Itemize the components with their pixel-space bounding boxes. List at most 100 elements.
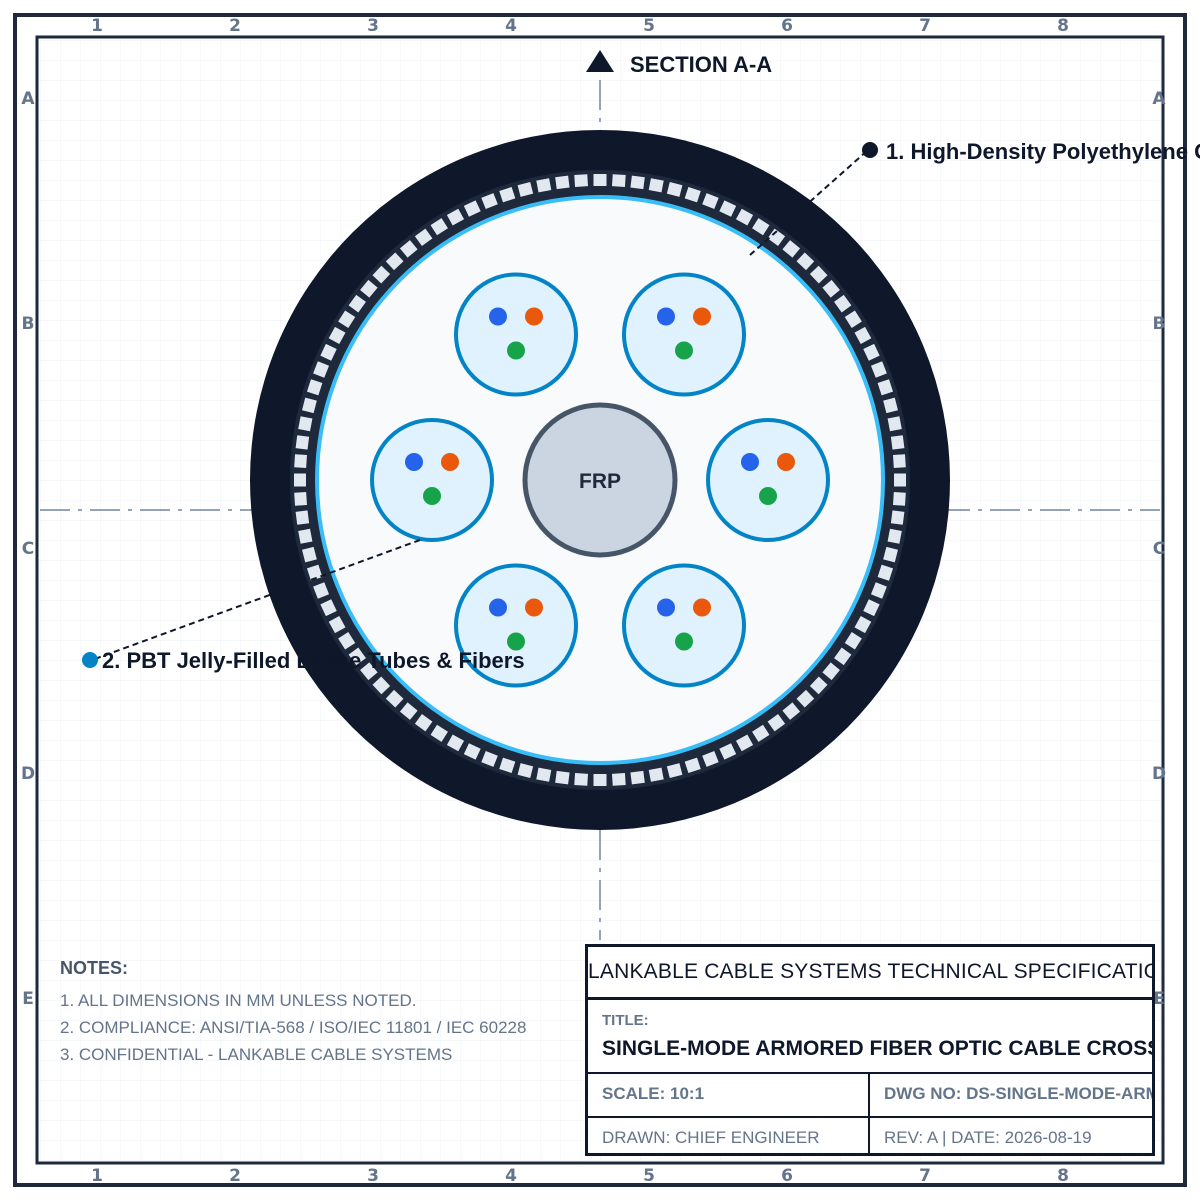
armor-segment [499,757,516,774]
armor-segment [446,208,465,226]
armor-segment [574,773,589,786]
armor-segment [630,175,645,190]
loose-tube [454,272,578,397]
armor-segment [834,294,852,313]
ruler-column-label: 7 [919,1166,931,1186]
armor-segment [735,734,754,752]
armor-segment [360,279,378,298]
armor-segment [822,279,840,298]
armor-segment [854,615,872,634]
optical-fiber [507,341,525,360]
armor-segment [399,240,418,258]
armor-segment [844,310,862,328]
armor-segment [887,416,902,432]
optical-fiber [525,598,543,617]
armor-segment [684,186,701,203]
armor-segment [298,528,313,544]
armor-segment [306,564,323,581]
optical-fiber [693,598,711,617]
armor-segment [348,647,366,666]
armor-segment [883,397,898,414]
armor-segment [517,763,534,778]
armor-segment [890,510,905,525]
armor-segment [481,193,498,210]
ruler-column-label: 1 [91,16,103,36]
armor-segment [719,743,737,760]
loose-tube [454,563,578,688]
armor-segment [372,265,391,284]
armor-segment [834,647,852,666]
armor-segment [555,770,570,785]
ruler-column-label: 1 [91,1166,103,1186]
armor-segment [782,240,801,258]
notes-title: NOTES: [60,958,129,978]
armor-segment [399,702,418,720]
ruler-column-label: 6 [781,1166,793,1186]
ruler-column-label: 3 [367,1166,379,1186]
armor-segment [294,491,307,506]
optical-fiber [759,487,777,505]
armor-segment [796,252,815,271]
loose-tube [706,418,830,542]
armor-segment [499,186,516,203]
armor-segment [863,343,880,361]
armor-segment [877,564,894,581]
frp-central-member [522,402,678,558]
tube-wall [706,418,830,542]
armor-segment [338,310,356,328]
section-arrow-icon [586,50,614,72]
callout-2-dot [82,652,98,668]
armor-segment [611,174,626,187]
title-label: TITLE: [602,1012,649,1029]
armor-segment [735,208,754,226]
callout-2-text: 2. PBT Jelly-Filled Loose Tubes & Fibers [102,648,525,673]
armor-segment [463,200,481,217]
armor-segment [385,689,404,708]
armor-segment [648,178,664,193]
armor-segment [574,174,589,187]
armor-segment [360,662,378,681]
armor-segment [809,265,828,284]
armor-segment [295,510,310,525]
armor-segment [294,454,307,469]
optical-fiber [489,598,507,617]
optical-fiber [657,307,675,326]
note-line: 1. ALL DIMENSIONS IN MM UNLESS NOTED. [60,991,417,1010]
tube-wall [370,418,494,542]
armor-segment [893,491,906,506]
optical-fiber [423,487,441,505]
drawing-title: SINGLE-MODE ARMORED FIBER OPTIC CABLE CR… [602,1037,1152,1060]
optical-fiber [675,632,693,651]
inner-frame [35,35,1165,1165]
armor-segment [446,734,465,752]
armor-segment [863,599,880,617]
armor-segment [877,379,894,396]
ruler-column-label: 5 [643,16,655,36]
armor-segment [648,767,664,782]
armor-segment [294,473,306,487]
dwg-no-field: DWG NO: DS-SINGLE-MODE-ARMORED [884,1084,1152,1103]
armor-segment [894,473,906,487]
section-label: SECTION A-A [630,52,772,77]
loose-tube [622,563,746,688]
armor-segment [348,294,366,313]
loose-tube [622,272,746,397]
ruler-column-label: 3 [367,16,379,36]
armor-segment [630,770,645,785]
armor-segment [767,714,786,732]
optical-fiber [777,453,795,471]
armor-segment [414,228,433,246]
ruler-column-label: 7 [919,16,931,36]
optical-fiber [657,598,675,617]
optical-fiber [525,307,543,326]
armor-segment [893,454,906,469]
armor-segment [306,379,323,396]
armor-segment [854,326,872,345]
note-line: 2. COMPLIANCE: ANSI/TIA-568 / ISO/IEC 11… [60,1018,527,1037]
armor-segment [822,662,840,681]
armor-segment [372,676,391,695]
tube-wall [622,272,746,397]
